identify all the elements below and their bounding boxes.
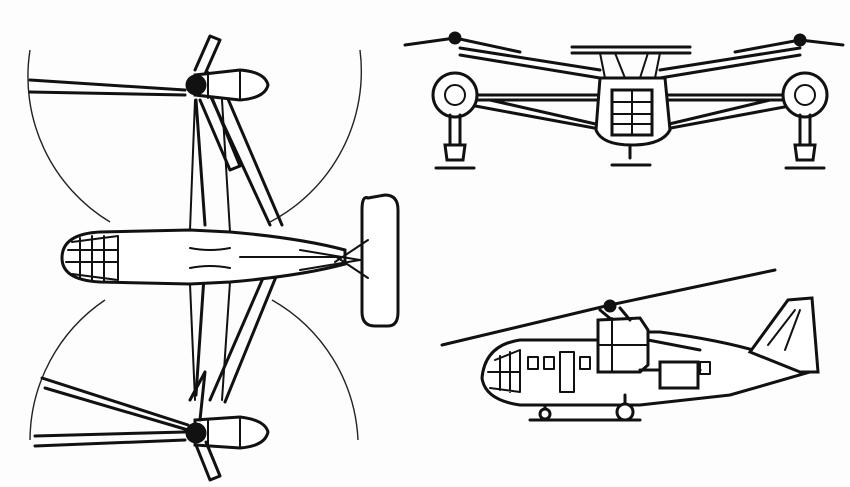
nose-glazing [65,235,119,282]
lower-rotor-blade-left [33,430,187,448]
side-windows [527,356,711,375]
side-door [559,351,575,393]
upper-rotor-blade-up [193,34,222,76]
upper-rotor-blade-left [28,78,187,97]
top-fuselage [60,228,347,286]
front-upper-wing [570,45,692,55]
front-lower-struts [468,98,797,132]
lower-rotor-blade-up [40,376,190,432]
front-left-nacelle [431,71,479,119]
wing-center-section [189,99,231,401]
side-fairing [658,360,700,390]
tail-plane [360,193,400,328]
upper-outrigger-strut [194,90,284,227]
upper-nacelle [193,68,270,102]
lower-rotor-hub [185,422,207,444]
front-view [403,31,845,170]
upper-rotor-disc [27,49,363,223]
front-right-nacelle [781,71,829,119]
lower-rotor-blade-down [194,440,222,482]
lower-rotor-disc [29,299,359,441]
upper-rotor-hub [185,74,207,96]
upper-rotor-blade-down [198,96,242,172]
side-nose-glazing [487,349,521,393]
top-view [27,34,400,482]
side-tail-fin [747,296,820,374]
side-rotor-hub [603,299,617,313]
side-view [440,268,820,422]
lower-nacelle [193,415,270,450]
tail-boom [239,249,361,271]
front-outrigger-beam [458,46,802,102]
